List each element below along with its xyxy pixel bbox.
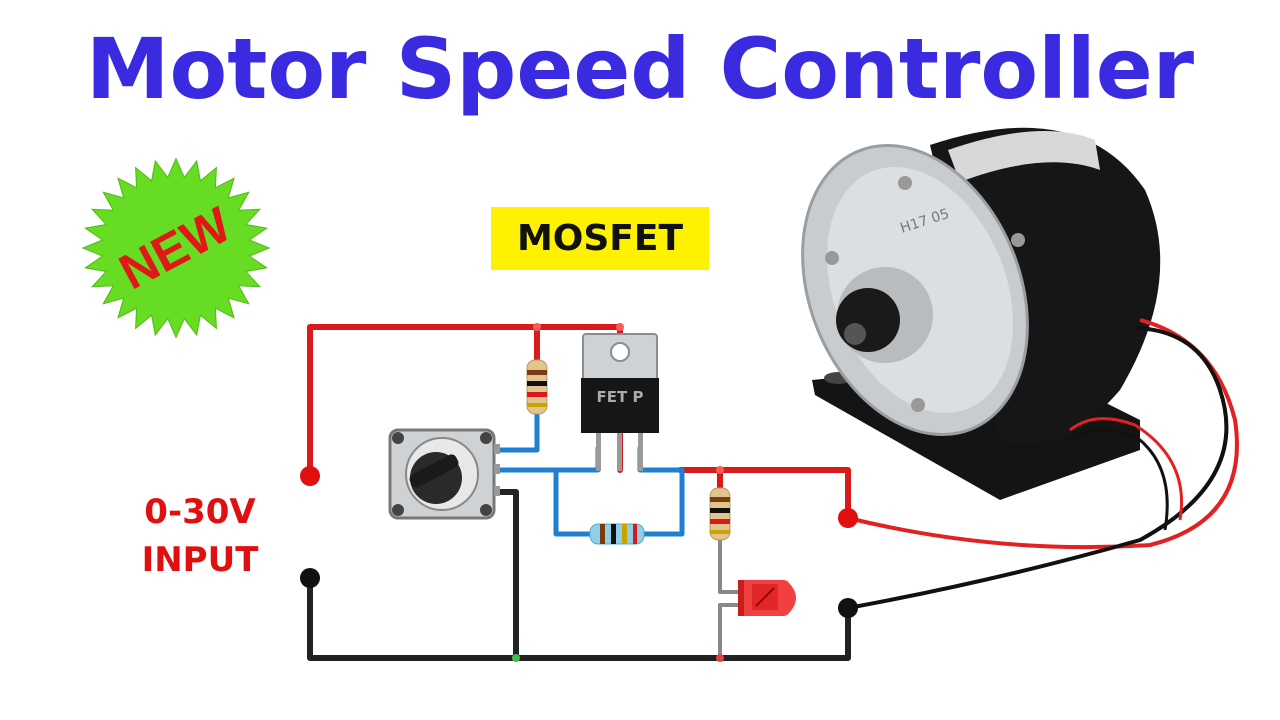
mosfet-body: [581, 378, 659, 433]
mosfet-gate-pin: [596, 433, 601, 471]
junction-dot: [616, 323, 624, 331]
input-negative-terminal: [300, 568, 320, 588]
starburst-icon: NEW: [81, 157, 271, 339]
pot-ground-wire: [493, 489, 519, 661]
led-anode-wire: [718, 536, 747, 594]
screw-icon: [898, 176, 912, 190]
motor-lead-loop: [1069, 428, 1169, 531]
mosfet-transistor: FET P: [581, 333, 659, 471]
input-voltage-range: 0-30V: [144, 492, 256, 532]
led-cathode-wire: [718, 603, 747, 660]
resistor-led: [709, 487, 731, 541]
input-caption: INPUT: [141, 540, 259, 580]
resistor-vertical: [526, 359, 548, 415]
pot-resistor-wire: [493, 409, 540, 453]
shaft-icon: [844, 323, 866, 345]
screw-icon: [825, 251, 839, 265]
motor-negative-terminal: [838, 598, 858, 618]
motor-positive-terminal: [838, 508, 858, 528]
input-positive-terminal: [300, 466, 320, 486]
led-indicator: [738, 580, 796, 616]
source-resistor-wire: [639, 467, 685, 537]
mosfet-tag: MOSFET: [491, 207, 709, 270]
mosfet-drain-pin: [617, 433, 622, 471]
ground-rail-wire: [307, 577, 851, 661]
input-voltage-label: 0-30V INPUT: [120, 488, 280, 584]
junction-dot: [716, 466, 724, 474]
new-badge: NEW: [78, 155, 274, 341]
junction-dot: [512, 654, 520, 662]
screw-icon: [911, 398, 925, 412]
potentiometer: [388, 428, 500, 520]
motor-lead-loop: [1069, 417, 1183, 521]
junction-dot: [533, 323, 541, 331]
mosfet-source-pin: [638, 433, 643, 471]
motor-negative-lead: [847, 326, 1229, 610]
dc-motor: H17 05: [801, 127, 1239, 610]
resistor-horizontal: [589, 523, 645, 545]
mosfet-marking: FET P: [597, 388, 644, 406]
screw-icon: [1011, 233, 1025, 247]
page-title: Motor Speed Controller: [85, 20, 1195, 118]
mosfet-mounting-hole: [610, 342, 630, 362]
motor-nameplate: [948, 131, 1100, 182]
pulley-gear-icon: [836, 288, 900, 352]
drain-wire: [677, 467, 851, 521]
gate-resistor-wire: [553, 467, 595, 537]
junction-dot: [716, 654, 724, 662]
source-pin-wire: [637, 445, 685, 473]
